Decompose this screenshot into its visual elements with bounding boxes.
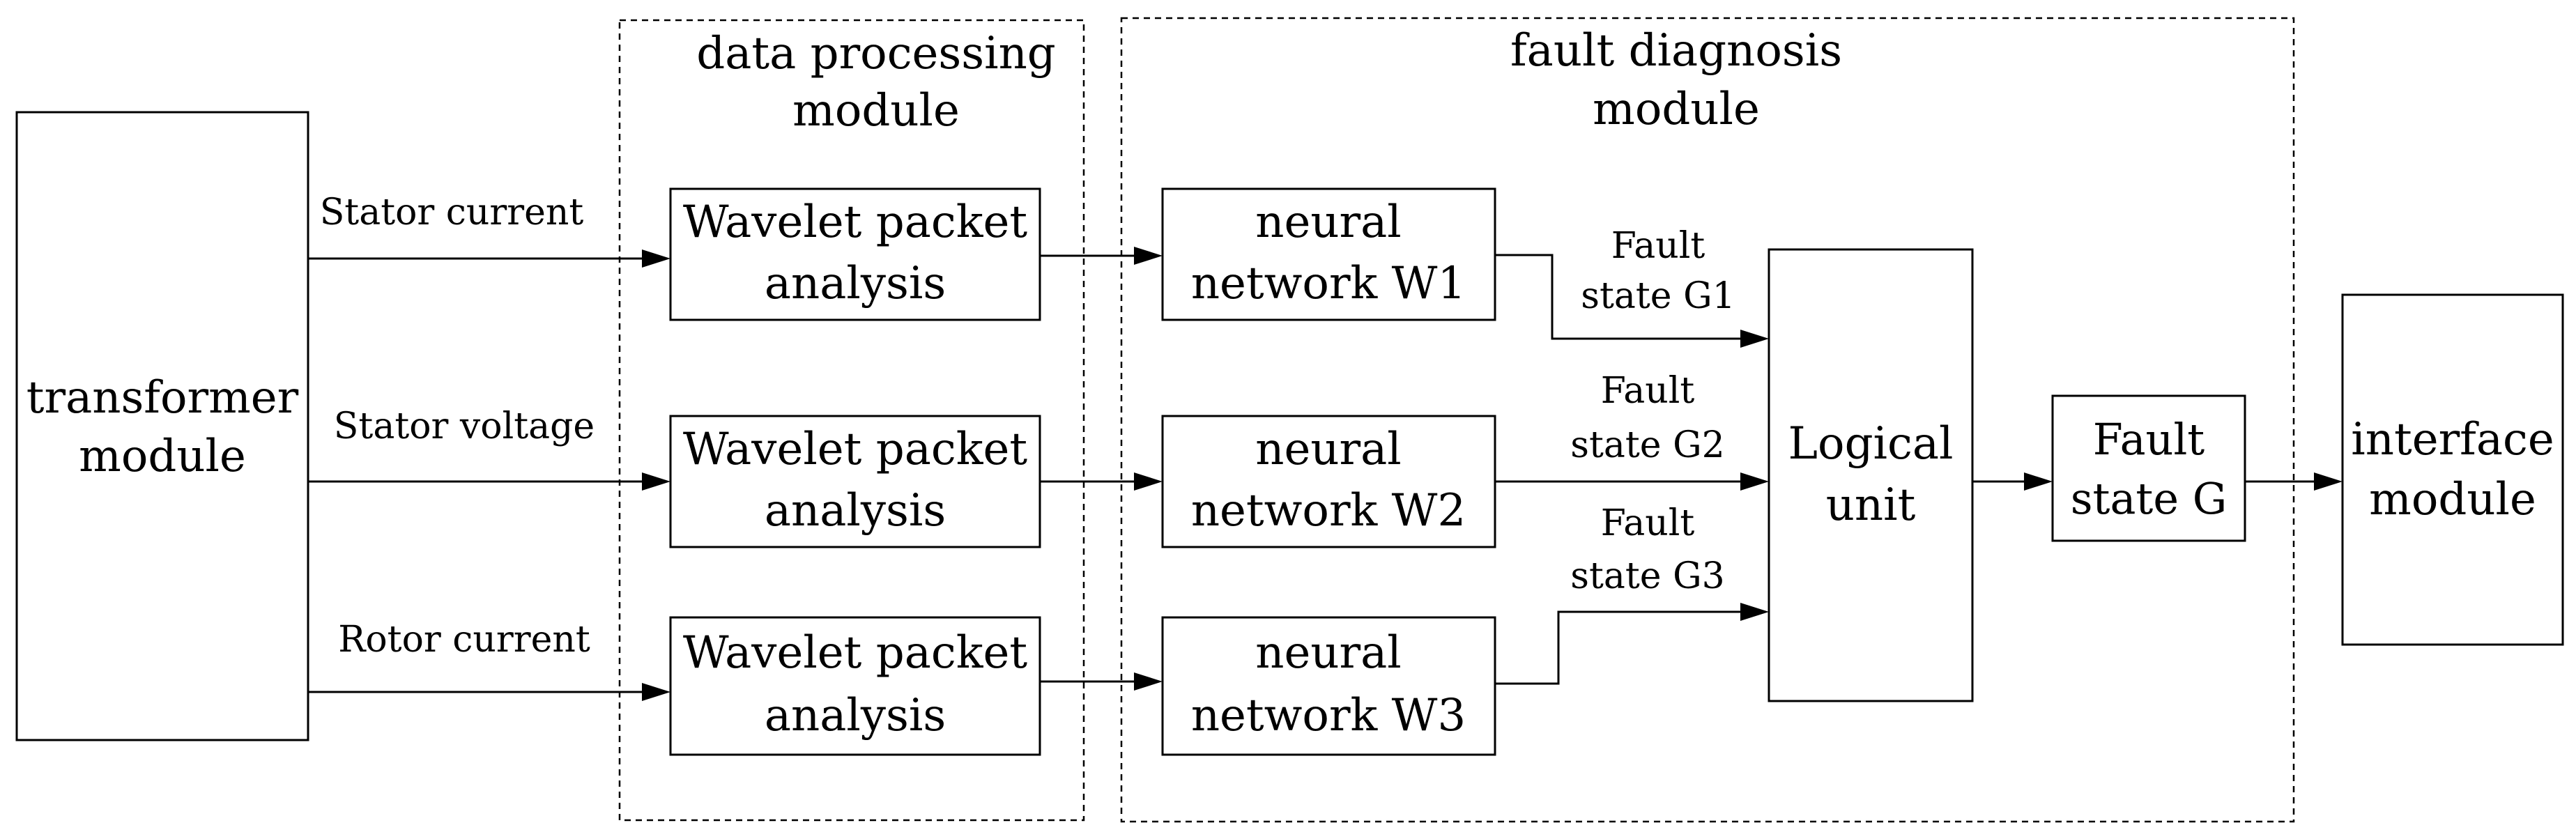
wavelet-packet-block-1 — [669, 187, 1041, 321]
rotor-current-label: Rotor current — [338, 619, 590, 661]
wavelet-packet-2-label-line1: Wavelet packet — [683, 424, 1027, 475]
fault-diagnosis-title-line1: fault diagnosis — [1510, 25, 1842, 77]
wavelet-packet-3-label-line2: analysis — [765, 690, 946, 741]
arrowhead-g3-to-logical-unit — [1740, 603, 1769, 621]
arrowhead-wavelet3-to-neural3 — [1134, 672, 1163, 691]
arrowhead-wavelet1-to-neural1 — [1134, 247, 1163, 265]
interface-module-label-line2: module — [2369, 474, 2536, 525]
neural-network-w1-label-line1: neural — [1255, 197, 1402, 248]
arrowhead-fault-state-to-interface — [2314, 472, 2343, 491]
arrowhead-g2-to-logical-unit — [1740, 472, 1769, 491]
interface-module-label-line1: interface — [2351, 414, 2554, 465]
fault-diagnosis-module-group — [1120, 17, 2295, 823]
logical-unit-block — [1768, 248, 1974, 702]
wavelet-packet-1-label-line2: analysis — [765, 258, 946, 309]
neural-network-w3-label-line2: network W3 — [1191, 690, 1466, 741]
wavelet-packet-2-label-line2: analysis — [765, 485, 946, 537]
data-processing-title-line2: module — [792, 85, 960, 137]
fault-state-g-label-line1: Fault — [2093, 414, 2205, 465]
neural-network-w2-label-line2: network W2 — [1191, 485, 1466, 537]
arrowhead-logical-unit-to-fault-state — [2024, 472, 2053, 491]
fault-diagnosis-title-line2: module — [1593, 84, 1760, 135]
logical-unit-label-line2: unit — [1826, 479, 1916, 531]
fault-state-g2-label-line1: Fault — [1601, 370, 1695, 412]
wavelet-packet-block-3 — [669, 616, 1041, 756]
fault-state-g1-label-line2: state G1 — [1581, 275, 1735, 317]
neural-network-w3-label-line1: neural — [1255, 627, 1402, 679]
arrowhead-rotor-current — [642, 683, 670, 701]
neural-network-block-w2 — [1161, 415, 1496, 548]
interface-module-block — [2341, 293, 2564, 646]
connector-g1-to-logical-unit — [1495, 254, 1743, 340]
fault-state-g3-label-line2: state G3 — [1570, 555, 1724, 597]
transformer-module-block — [15, 111, 309, 741]
arrowhead-stator-current — [642, 249, 670, 268]
stator-current-label: Stator current — [320, 192, 584, 233]
fault-state-g3-label-line1: Fault — [1601, 502, 1695, 544]
neural-network-w1-label-line2: network W1 — [1191, 258, 1466, 309]
connector-g3-to-logical-unit — [1495, 610, 1743, 685]
data-processing-module-group — [618, 19, 1085, 822]
fault-state-g-label-line2: state G — [2071, 473, 2228, 524]
neural-network-w2-label-line1: neural — [1255, 424, 1402, 475]
wavelet-packet-1-label-line1: Wavelet packet — [683, 197, 1027, 248]
stator-voltage-label: Stator voltage — [334, 406, 595, 447]
transformer-module-label-line1: transformer — [26, 372, 299, 424]
arrowhead-wavelet2-to-neural2 — [1134, 472, 1163, 491]
arrowhead-stator-voltage — [642, 472, 670, 491]
fault-state-g-block — [2051, 394, 2246, 542]
data-processing-title-line1: data processing — [696, 28, 1056, 79]
neural-network-block-w3 — [1161, 616, 1496, 756]
transformer-module-label-line2: module — [79, 431, 246, 482]
logical-unit-label-line1: Logical — [1788, 418, 1954, 470]
wavelet-packet-3-label-line1: Wavelet packet — [683, 627, 1027, 679]
fault-state-g1-label-line1: Fault — [1611, 225, 1705, 267]
fault-state-g2-label-line2: state G2 — [1570, 424, 1724, 466]
wavelet-packet-block-2 — [669, 415, 1041, 548]
arrowhead-g1-to-logical-unit — [1740, 330, 1769, 348]
